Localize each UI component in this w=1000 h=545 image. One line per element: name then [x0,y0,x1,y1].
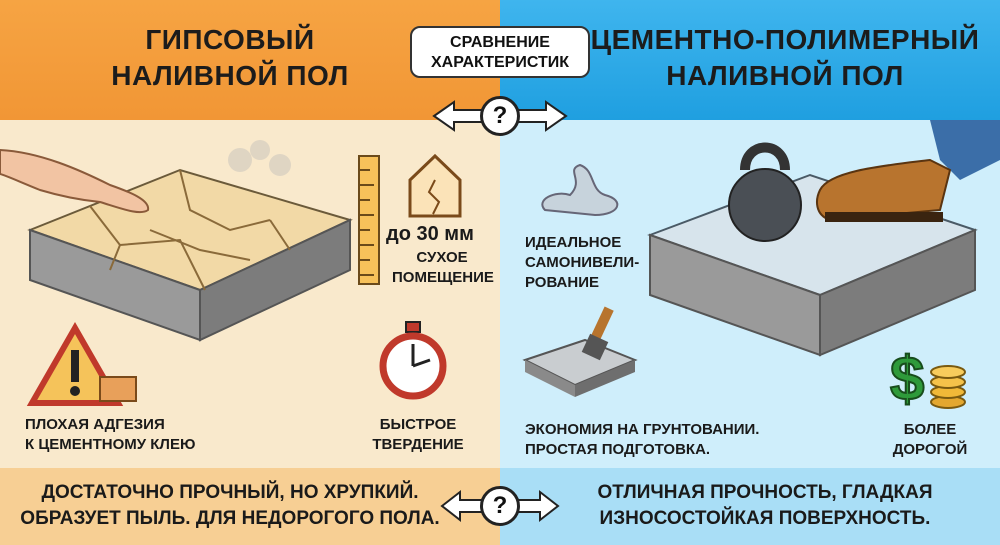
left-footer-text: ДОСТАТОЧНО ПРОЧНЫЙ, НО ХРУПКИЙ. ОБРАЗУЕТ… [0,480,460,532]
right-footer [500,468,1000,545]
ruler-icon [358,155,380,285]
brush-icon [522,306,638,397]
badge-line1: СРАВНЕНИЕ [450,34,550,51]
comparison-badge: СРАВНЕНИЕ ХАРАКТЕРИСТИК [410,26,590,78]
cost-label: БОЛЕЕ ДОРОГОЙ [880,420,980,460]
cracked-slab-icon [27,168,353,342]
question-mark-bottom: ? [480,486,520,526]
dry-room-line1: СУХОЕ [416,249,468,266]
dollar-coins-icon: $ [889,344,966,415]
adhesion-line2: К ЦЕМЕНТНОМУ КЛЕЮ [25,436,196,453]
leveling-line3: РОВАНИЕ [525,274,600,291]
right-footer-text: ОТЛИЧНАЯ ПРОЧНОСТЬ, ГЛАДКАЯ ИЗНОСОСТОЙКА… [545,480,985,532]
right-title-line1: ЦЕМЕНТНО-ПОЛИМЕРНЫЙ [590,24,980,55]
left-footer-line1: ДОСТАТОЧНО ПРОЧНЫЙ, НО ХРУПКИЙ. [41,482,419,503]
dry-room-label: СУХОЕ ПОМЕЩЕНИЕ [392,248,494,288]
cost-line2: ДОРОГОЙ [892,441,968,458]
curing-label: БЫСТРОЕ ТВЕРДЕНИЕ [368,415,468,455]
left-title: ГИПСОВЫЙ НАЛИВНОЙ ПОЛ [40,22,420,94]
badge-line2: ХАРАКТЕРИСТИК [430,54,570,71]
adhesion-label: ПЛОХАЯ АДГЕЗИЯ К ЦЕМЕНТНОМУ КЛЕЮ [25,415,195,455]
boot-icon [816,120,1000,222]
hand-icon [0,148,150,214]
stopwatch-icon [379,321,447,400]
leveling-line2: САМОНИВЕЛИ- [525,254,640,271]
leveling-line1: ИДЕАЛЬНОЕ [525,234,622,251]
primer-label: ЭКОНОМИЯ НА ГРУНТОВАНИИ. ПРОСТАЯ ПОДГОТО… [525,420,759,460]
leveling-label: ИДЕАЛЬНОЕ САМОНИВЕЛИ- РОВАНИЕ [525,233,639,293]
primer-line1: ЭКОНОМИЯ НА ГРУНТОВАНИИ. [525,421,760,438]
dry-room-line2: ПОМЕЩЕНИЕ [392,269,494,286]
primer-line2: ПРОСТАЯ ПОДГОТОВКА. [525,441,711,458]
right-footer-line1: ОТЛИЧНАЯ ПРОЧНОСТЬ, ГЛАДКАЯ [597,482,933,503]
svg-text:$: $ [890,345,924,414]
house-icon [408,153,462,218]
right-title-line2: НАЛИВНОЙ ПОЛ [666,60,904,91]
adhesion-line1: ПЛОХАЯ АДГЕЗИЯ [25,416,165,433]
curing-line1: БЫСТРОЕ [379,416,457,433]
kettlebell-icon [728,142,802,242]
right-title: ЦЕМЕНТНО-ПОЛИМЕРНЫЙ НАЛИВНОЙ ПОЛ [585,22,985,94]
right-footer-line2: ИЗНОСОСТОЙКАЯ ПОВЕРХНОСТЬ. [599,508,931,529]
left-footer-line2: ОБРАЗУЕТ ПЫЛЬ. ДЛЯ НЕДОРОГОГО ПОЛА. [20,508,440,529]
cost-line1: БОЛЕЕ [903,421,957,438]
left-title-line1: ГИПСОВЫЙ [145,24,315,55]
question-mark-top: ? [480,96,520,136]
liquid-icon [541,163,619,217]
warning-icon [26,321,137,406]
left-title-line2: НАЛИВНОЙ ПОЛ [111,60,349,91]
curing-line2: ТВЕРДЕНИЕ [372,436,464,453]
left-footer [0,468,500,545]
thickness-label: до 30 мм [386,223,474,245]
dust-icon [228,140,291,176]
